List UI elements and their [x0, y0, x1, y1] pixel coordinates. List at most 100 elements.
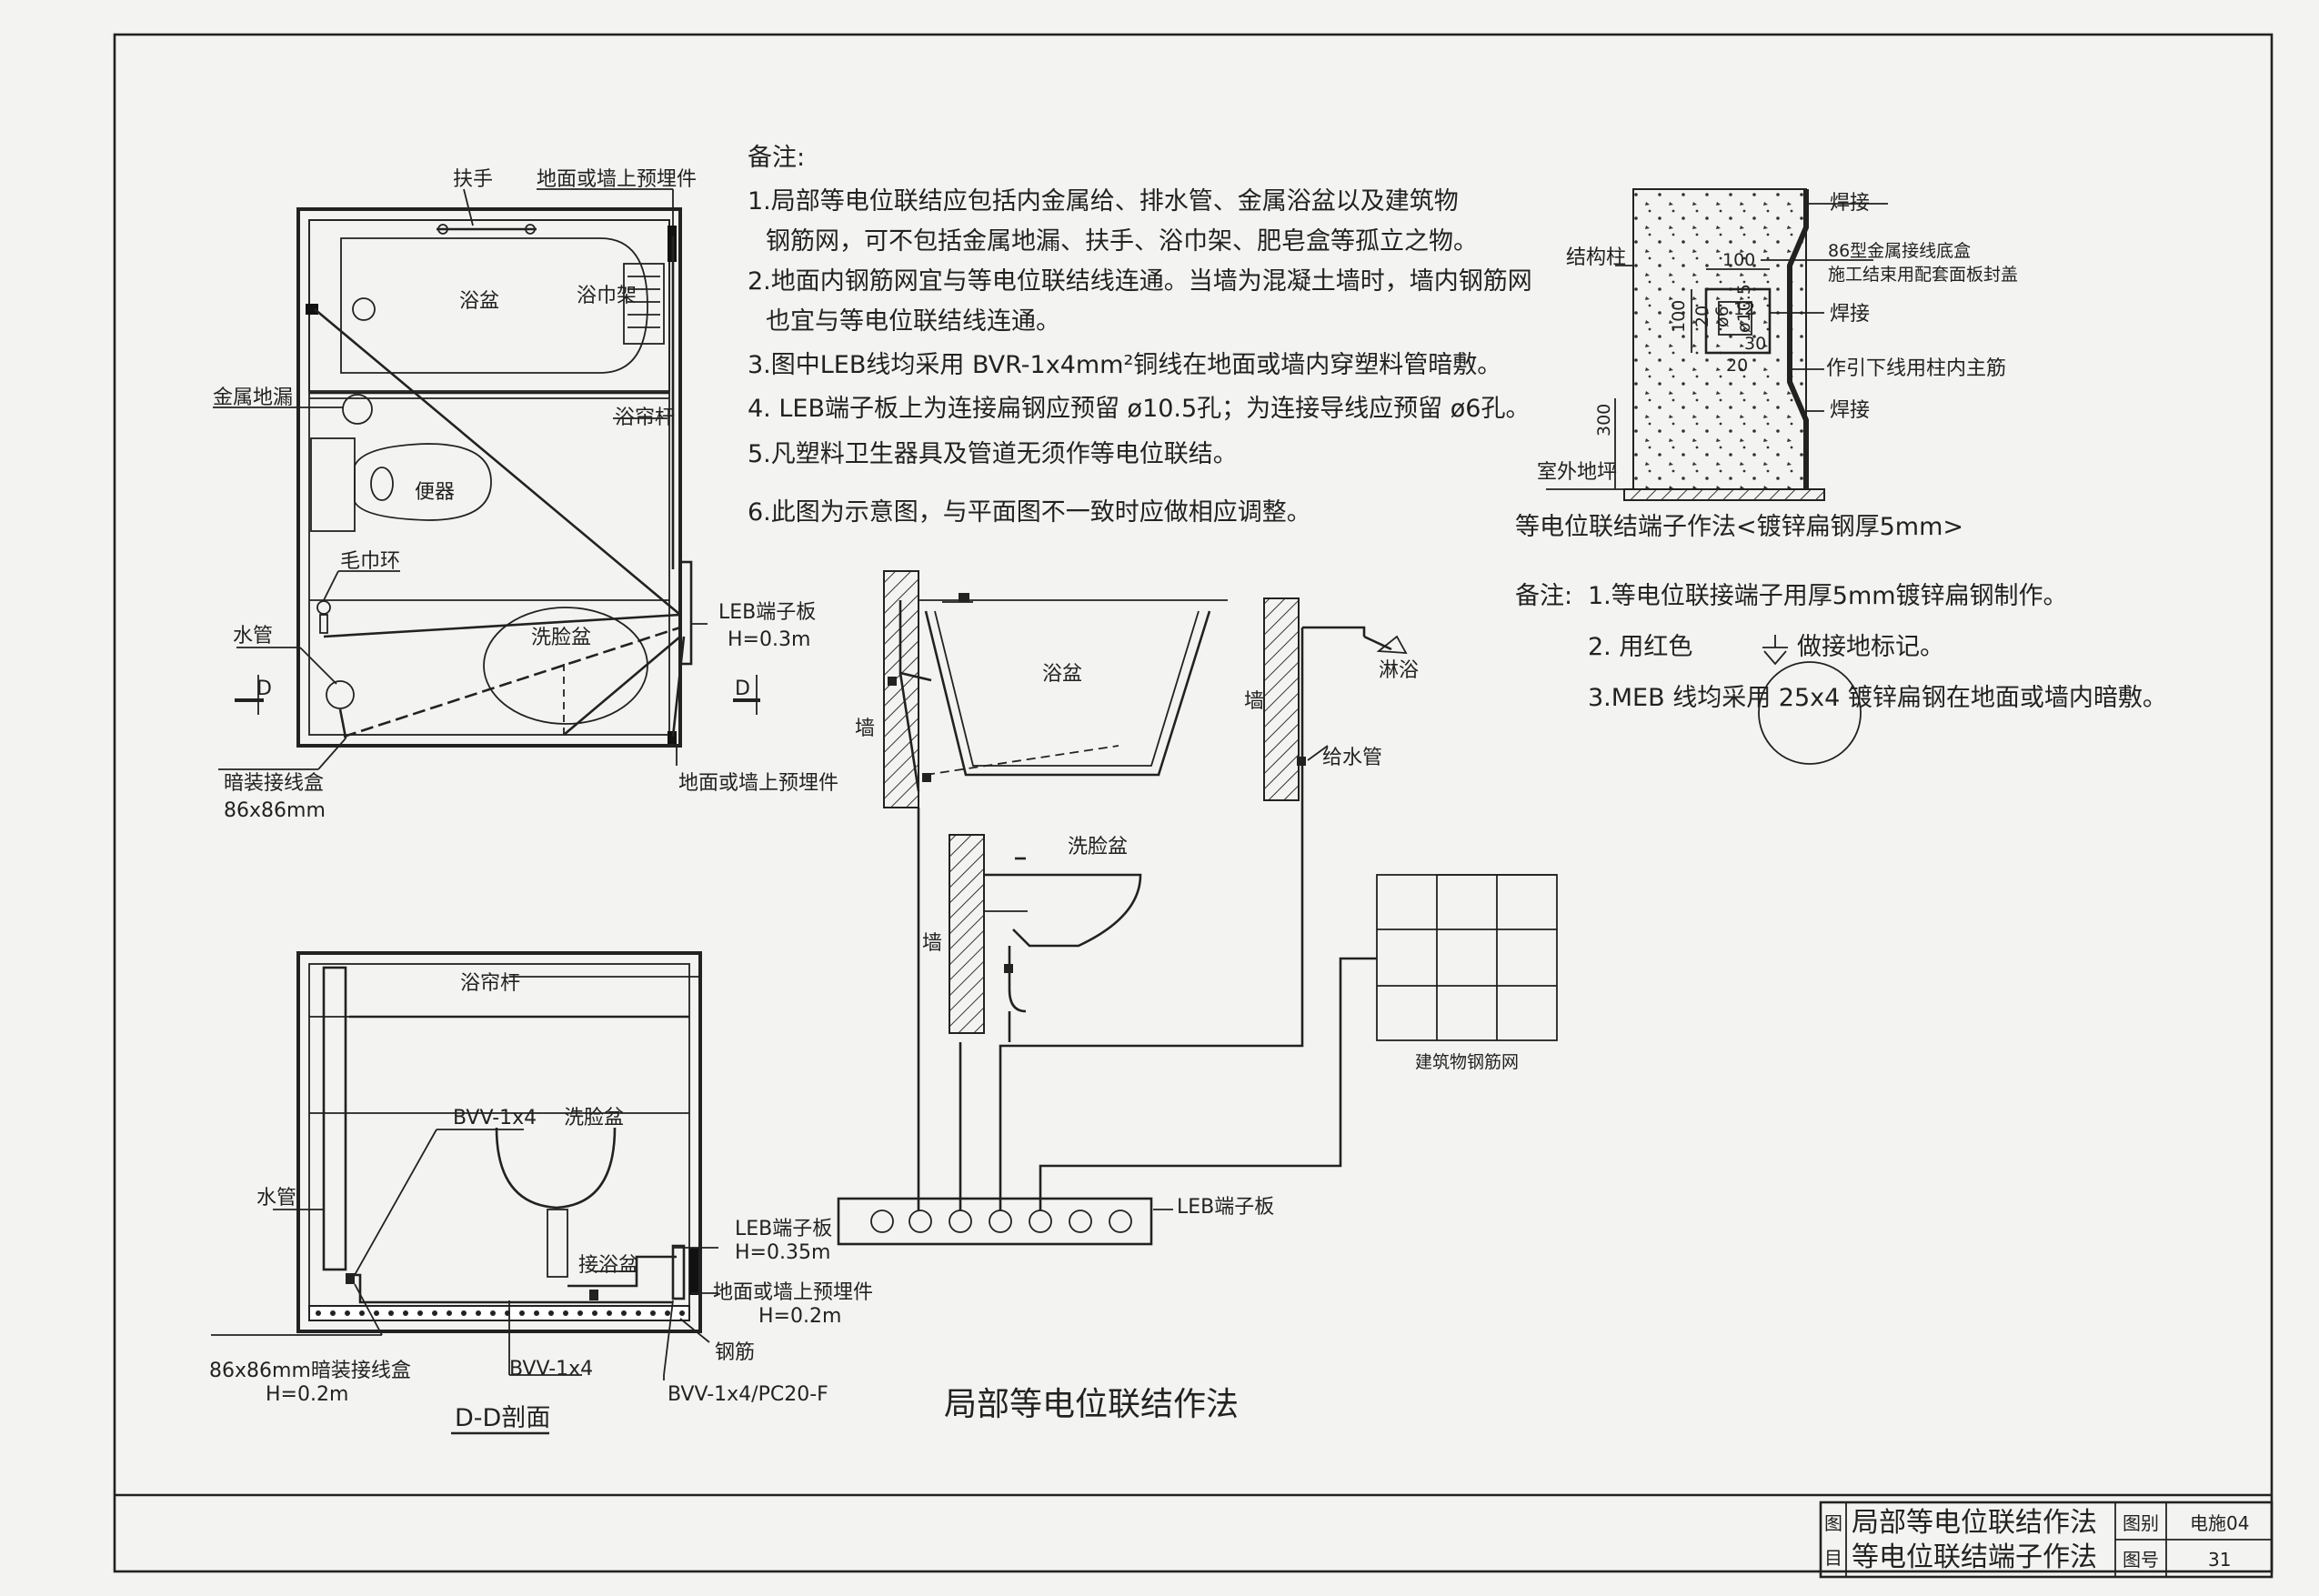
terminal-notes-heading: 备注: — [1515, 582, 1572, 610]
tb-atlas-value: 电施04 — [2190, 1512, 2249, 1534]
water-supply-label: 给水管 — [1322, 747, 1382, 769]
note-line-2: 钢筋网，可不包括金属地漏、扶手、浴巾架、肥皂盒等孤立之物。 — [766, 227, 1478, 256]
dim-100-side: 100 — [1669, 300, 1689, 333]
dim-12: 12 — [1733, 299, 1755, 319]
dd-wire2-label: BVV-1x4 — [509, 1358, 593, 1380]
leb-board-label: LEB端子板 — [718, 601, 816, 624]
bonding-wires — [314, 236, 686, 739]
terminal-notes: 备注: 1.等电位联接端子用厚5mm镀锌扁钢制作。 2. 用红色 做接地标记。 … — [1515, 582, 2167, 765]
note-line-3: 2.地面内钢筋网宜与等电位联结线连通。当墙为混凝土墙时，墙内钢筋网 — [748, 267, 1532, 296]
tb-col-label-1: 图 — [1824, 1512, 1842, 1534]
shower-elevation: 墙 淋浴 给水管 — [1244, 597, 1419, 801]
dd-embedded-height-label: H=0.2m — [758, 1305, 841, 1328]
note-line-6: 4. LEB端子板上为连接扁钢应预留 ø10.5孔；为连接导线应预留 ø6孔。 — [748, 395, 1530, 423]
tb-name-line-2: 等电位联结端子作法 — [1852, 1541, 2097, 1573]
rebar-mesh: 建筑物钢筋网 — [1376, 874, 1558, 1072]
elev-wall3-label: 墙 — [922, 932, 942, 955]
dd-washbasin-label: 洗脸盆 — [564, 1107, 624, 1129]
dim-6: ø6 — [1712, 306, 1732, 327]
elev-leb-label: LEB端子板 — [1177, 1196, 1274, 1219]
weld-label-2: 焊接 — [1830, 303, 1870, 326]
shower-label: 淋浴 — [1379, 659, 1419, 682]
floor-rebar-dots — [316, 1310, 685, 1316]
notes-block: 备注: 1.局部等电位联结应包括内金属给、排水管、金属浴盆以及建筑物 钢筋网，可… — [748, 144, 1532, 527]
terminal-note-2b: 做接地标记。 — [1797, 633, 1944, 661]
embedded-bottom-label: 地面或墙上预埋件 — [678, 772, 838, 795]
terminal-detail: 焊接 结构柱 86型金属接线底盒 施工结束用配套面板封盖 100 100 20 … — [1515, 188, 2018, 541]
main-title: 局部等电位联结作法 — [944, 1386, 1239, 1423]
section-mark-right: D — [735, 678, 750, 700]
column-label: 结构柱 — [1566, 246, 1626, 269]
leb-board-elevation: LEB端子板 — [837, 788, 1377, 1246]
notes-heading: 备注: — [748, 144, 805, 172]
tb-number-label: 图号 — [2123, 1549, 2159, 1571]
title-block: 图 目 局部等电位联结作法 等电位联结端子作法 图别 电施04 图号 31 — [1819, 1501, 2274, 1579]
dim-30: 30 — [1744, 334, 1766, 354]
dd-embedded-label: 地面或墙上预埋件 — [713, 1281, 873, 1304]
leb-board-plan — [678, 560, 693, 666]
note-line-7: 5.凡塑料卫生器具及管道无须作等电位联结。 — [748, 440, 1238, 468]
concrete-column — [1632, 188, 1807, 490]
tb-col-label-2: 目 — [1824, 1547, 1842, 1569]
note-line-8: 6.此图为示意图，与平面图不一致时应做相应调整。 — [748, 498, 1311, 527]
box-note-label: 施工结束用配套面板封盖 — [1828, 265, 2018, 285]
dd-section: 浴帘杆 BVV-1x4 洗脸盆 水管 LEB端子板 H=0.35m 接浴盆 地面… — [209, 951, 873, 1435]
dd-tub-connect-label: 接浴盆 — [578, 1254, 638, 1277]
curtain-rod-label: 浴帘杆 — [615, 407, 675, 429]
note-line-1: 1.局部等电位联结应包括内金属给、排水管、金属浴盆以及建筑物 — [748, 187, 1459, 216]
water-pipe-label: 水管 — [233, 625, 273, 647]
dd-junction-label: 86x86mm暗装接线盒 — [209, 1360, 411, 1382]
towel-rack — [623, 263, 665, 345]
dd-wire1-label: BVV-1x4 — [453, 1107, 537, 1129]
tb-name-line-1: 局部等电位联结作法 — [1852, 1507, 2097, 1539]
section-mark-left: D — [256, 678, 272, 700]
weld-label-1: 焊接 — [1830, 192, 1870, 215]
dim-105: ø10.5 — [1734, 284, 1754, 333]
toilet — [310, 437, 492, 532]
weld-label-3: 焊接 — [1830, 399, 1870, 422]
toilet-label: 便器 — [415, 481, 455, 504]
elev-wall2-label: 墙 — [1244, 690, 1264, 713]
washbasin-plan-label: 洗脸盆 — [531, 627, 591, 649]
dim-20-a: 20 — [1692, 306, 1712, 327]
note-line-5: 3.图中LEB线均采用 BVR-1x4mm²铜线在地面或墙内穿塑料管暗敷。 — [748, 351, 1501, 379]
bathroom-plan: 扶手 地面或墙上预埋件 浴盆 浴巾架 金属地漏 浴帘杆 便器 毛巾环 水管 洗脸… — [213, 168, 838, 822]
dd-leb-height-label: H=0.35m — [735, 1241, 830, 1264]
ground-label: 室外地坪 — [1537, 461, 1617, 484]
floor-drain — [342, 394, 373, 425]
junction-box-label: 暗装接线盒 — [224, 772, 324, 795]
dim-100-top: 100 — [1722, 250, 1755, 270]
marker-circle — [1758, 661, 1862, 765]
junction-box-detail — [1704, 287, 1772, 355]
bathtub-label: 浴盆 — [459, 290, 499, 313]
dd-wire3-label: BVV-1x4/PC20-F — [668, 1383, 828, 1406]
drawing-frame — [113, 33, 2274, 1573]
box-title-label: 86型金属接线底盒 — [1828, 241, 1971, 261]
floor-drain-label: 金属地漏 — [213, 386, 293, 409]
towel-rack-label: 浴巾架 — [577, 285, 637, 307]
embedded-top-label: 地面或墙上预埋件 — [537, 168, 697, 191]
dd-junction-height-label: H=0.2m — [266, 1383, 348, 1406]
terminal-note-3: 3.MEB 线均采用 25x4 镀锌扁钢在地面或墙内暗敷。 — [1588, 684, 2167, 712]
dd-leb-label: LEB端子板 — [735, 1218, 832, 1240]
terminal-note-1: 1.等电位联接端子用厚5mm镀锌扁钢制作。 — [1588, 582, 2068, 610]
dd-curtain-rod-label: 浴帘杆 — [460, 972, 520, 995]
dim-300: 300 — [1594, 404, 1614, 437]
handrail-label: 扶手 — [453, 168, 493, 191]
elev-wall1-label: 墙 — [855, 718, 875, 740]
dd-section-title: D-D剖面 — [455, 1404, 550, 1432]
elev-bathtub-label: 浴盆 — [1042, 663, 1082, 686]
tb-atlas-label: 图别 — [2123, 1512, 2159, 1534]
rebar-mesh-label: 建筑物钢筋网 — [1415, 1052, 1519, 1072]
leb-height-label: H=0.3m — [728, 628, 810, 651]
towel-ring-label: 毛巾环 — [340, 550, 400, 573]
dd-rebar-label: 钢筋 — [715, 1341, 755, 1364]
junction-size-label: 86x86mm — [224, 799, 326, 822]
lead-label: 作引下线用柱内主筋 — [1826, 357, 2006, 380]
note-line-4: 也宜与等电位联结线连通。 — [766, 307, 1060, 336]
bathtub-elevation: 浴盆 墙 — [855, 570, 1228, 808]
dim-20-b: 20 — [1726, 356, 1748, 376]
water-pipe — [326, 680, 355, 709]
terminal-caption: 等电位联结端子作法<镀锌扁钢厚5mm> — [1515, 513, 1963, 541]
ground-symbol-icon — [1762, 635, 1788, 666]
